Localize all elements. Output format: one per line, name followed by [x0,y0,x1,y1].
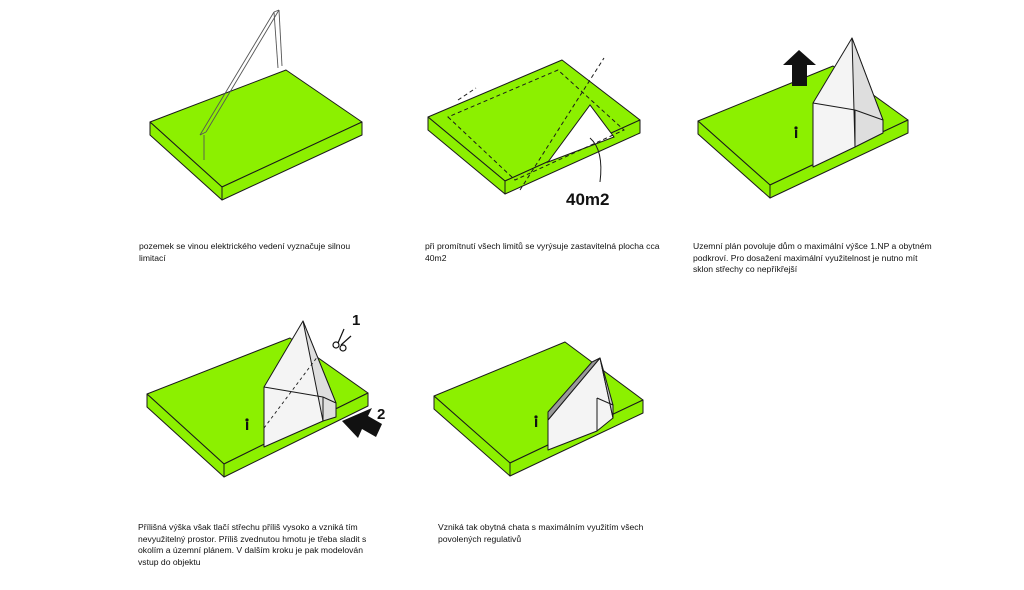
buildable-area-outline-icon [447,57,625,191]
area-label: 40m2 [566,190,609,209]
plot-slab [433,341,644,477]
leader-line [589,137,602,183]
person-scale-icon [794,126,798,138]
up-arrow-icon [783,50,816,86]
plot-slab [146,337,369,478]
free-area-white [546,104,615,164]
step-5-caption: Vzniká tak obytná chata s maximálním vyu… [438,522,644,544]
roof-volume [812,37,884,168]
step-label-1: 1 [352,312,360,329]
step-4-caption: Přílišná výška však tlačí střechu příliš… [138,522,367,567]
cut-line [263,355,319,429]
plot-slab [149,69,363,201]
step-label-2: 2 [377,406,385,423]
push-arrow-icon [342,408,382,438]
scissors-icon [332,328,352,352]
cabin-volume [547,357,614,451]
plot-slab [697,65,909,199]
power-line-icon [199,9,283,160]
roof-volume [263,320,337,448]
person-scale-icon [245,418,249,430]
step-2-caption: při promítnutí všech limitů se vyrýsuje … [425,241,660,263]
step-1-caption: pozemek se vinou elektrického vedení vyz… [139,241,351,263]
plot-slab [427,59,641,195]
step-3-caption: Uzemní plán povoluje dům o maximální výš… [693,241,932,275]
person-scale-icon [534,415,538,427]
